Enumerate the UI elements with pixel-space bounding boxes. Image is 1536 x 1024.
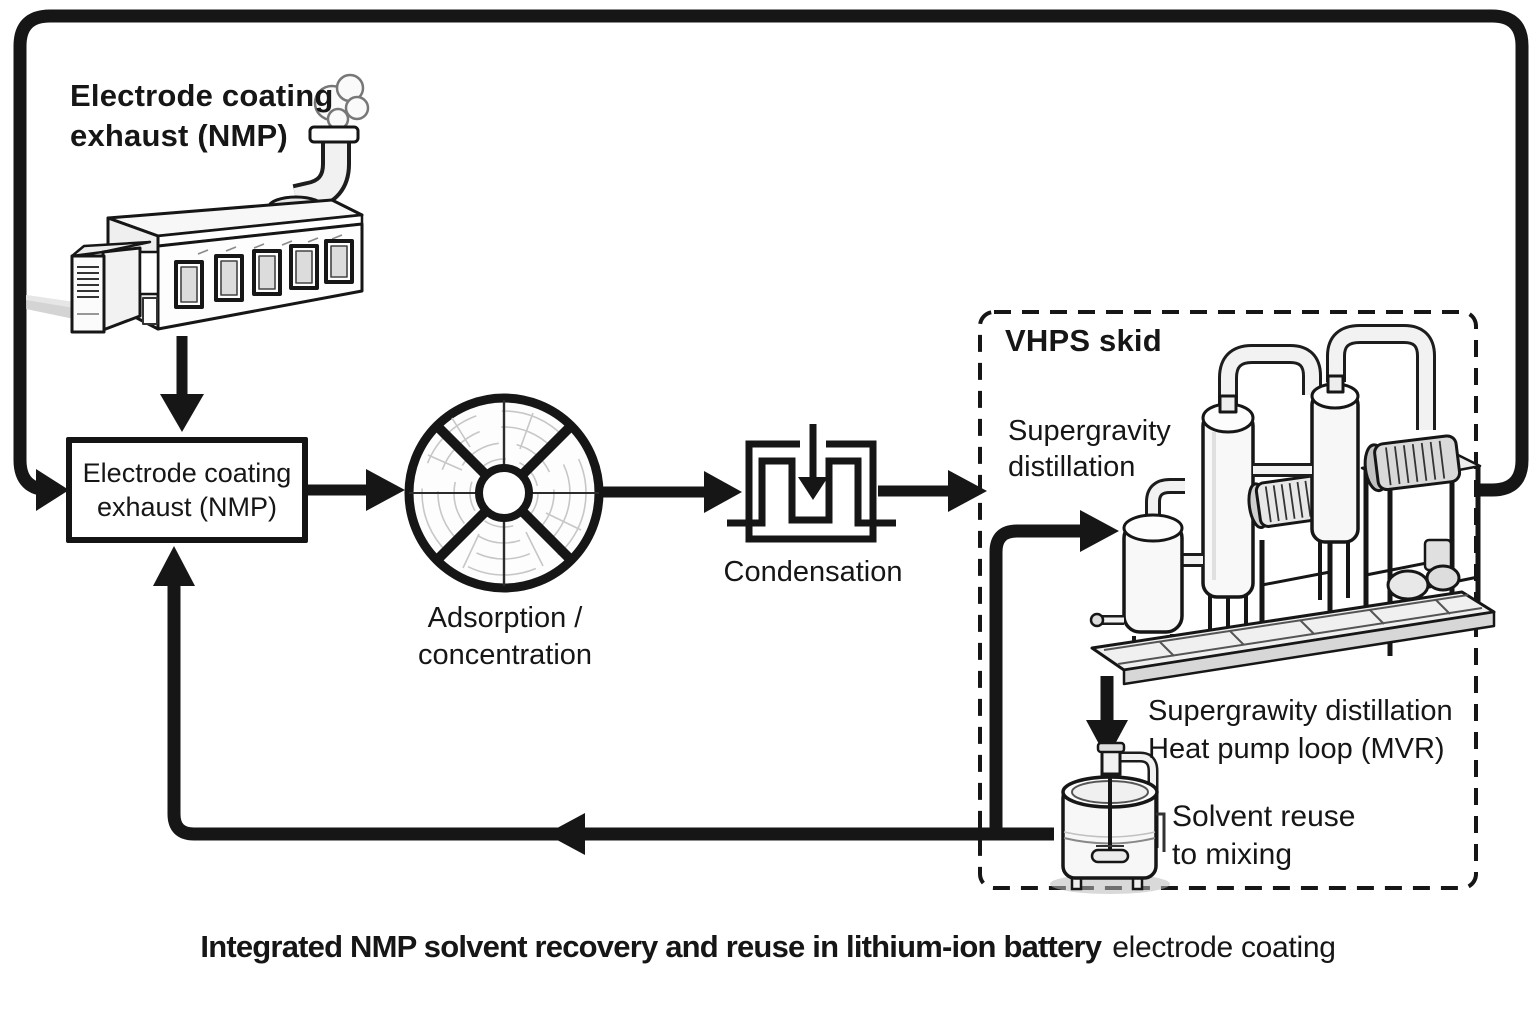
- arrow-skid-to-tank: [1086, 676, 1128, 759]
- coating-oven-factory-illustration: [26, 73, 370, 334]
- return-arrowhead-up: [153, 546, 195, 586]
- arrow-factory-to-box: [160, 336, 204, 432]
- page-title: Electrode coating exhaust (NMP): [70, 76, 334, 156]
- feeder-cabinet: [70, 240, 160, 334]
- title-line-2: exhaust (NMP): [70, 118, 288, 153]
- source-box-line-1: Electrode coating: [82, 458, 292, 488]
- loop-arrowhead-into-box: [36, 469, 69, 511]
- oven-windows: [174, 239, 354, 309]
- skid-base-frame: [1090, 590, 1496, 686]
- arrow-feed-into-skid-equipment: [989, 510, 1119, 830]
- receiver-vessel: [1089, 478, 1185, 660]
- recycle-loop-line: [13, 9, 1529, 511]
- distillation-column-b: [1310, 374, 1360, 600]
- agitator-impeller: [1090, 848, 1130, 864]
- arrow-wheel-to-condenser: [603, 471, 742, 513]
- adsorption-label: Adsorption / concentration: [417, 602, 593, 671]
- condenser-inlet-arrow: [798, 424, 828, 500]
- vhps-skid-equipment-illustration: [1089, 324, 1496, 686]
- return-line-to-box: [153, 546, 1054, 855]
- supergravity-distillation-label: Supergravity distillation: [1008, 415, 1171, 483]
- solvent-reuse-label: Solvent reuse to mixing: [1172, 800, 1356, 871]
- condenser-coil-icon: [727, 424, 896, 543]
- arrow-condenser-to-skid: [878, 470, 987, 512]
- wheel-hub: [475, 464, 533, 522]
- caption-main: Integrated NMP solvent recovery and reus…: [200, 929, 1102, 964]
- distillation-column-a: [1201, 394, 1255, 650]
- tank-top-fitting: [1100, 748, 1122, 776]
- solvent-mixing-tank-icon: [1050, 741, 1170, 894]
- arrow-box-to-wheel: [298, 469, 405, 511]
- vhps-skid-title: VHPS skid: [1005, 323, 1162, 358]
- figure-caption: Integrated NMP solvent recovery and reus…: [0, 929, 1536, 965]
- heat-pump-loop-label: Supergrawity distillation Heat pump loop…: [1148, 695, 1453, 765]
- source-box-line-2: exhaust (NMP): [96, 492, 278, 522]
- source-exhaust-box: Electrode coating exhaust (NMP): [66, 437, 308, 543]
- mvr-motor: [1363, 434, 1462, 493]
- title-line-1: Electrode coating: [70, 78, 334, 113]
- return-arrowhead-left: [546, 813, 585, 855]
- condenser-coil-path: [727, 457, 896, 527]
- process-flow-arrows: [153, 336, 1128, 855]
- condensation-label: Condensation: [723, 556, 903, 588]
- rotary-adsorption-wheel-icon: [404, 393, 604, 593]
- caption-tail: electrode coating: [1112, 931, 1336, 964]
